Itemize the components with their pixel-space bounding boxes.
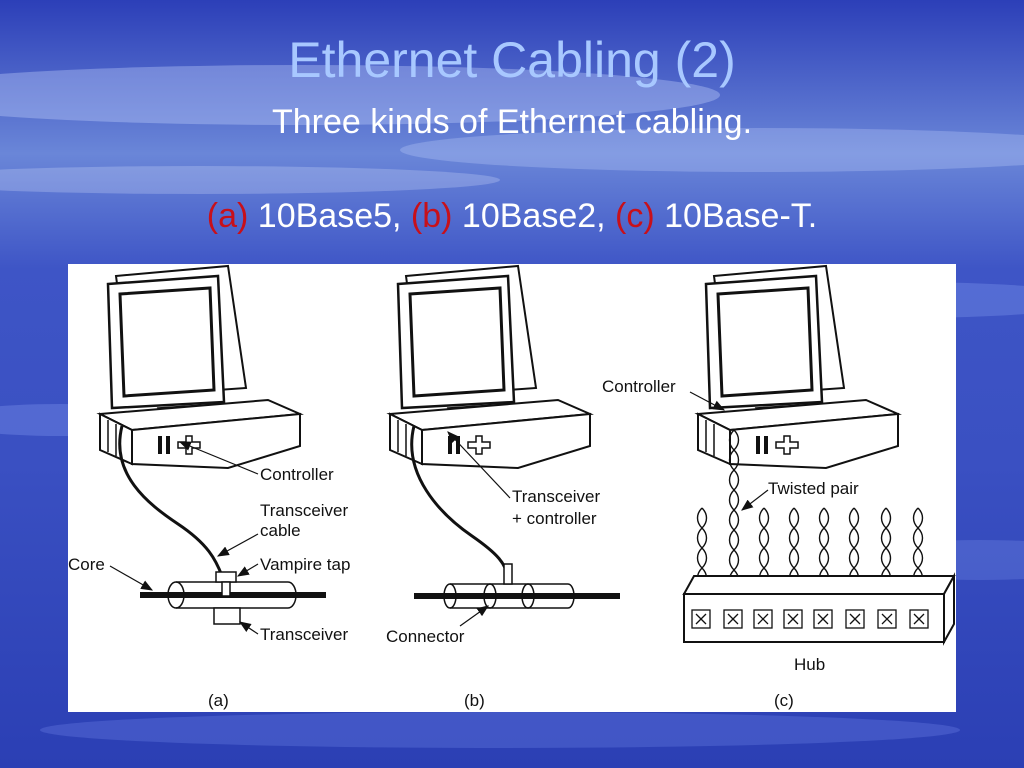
panel-a: Controller Transceiver cable Vampire tap… [68,264,350,710]
label-transceiver-controller-2: + controller [512,509,597,528]
label-core: Core [68,555,105,574]
hub-top [682,575,956,595]
label-transceiver-controller-1: Transceiver [512,487,601,506]
panel-label-a: (a) [208,691,229,710]
caption-text-b: 10Base2, [452,197,616,235]
t-connector [503,563,513,585]
label-hub: Hub [794,655,825,674]
label-controller-a: Controller [260,465,334,484]
caption-text-c: 10Base-T. [654,197,818,235]
panel-label-b: (b) [464,691,485,710]
label-controller-c: Controller [602,377,676,396]
controller-cable-b [410,425,510,579]
caption-mark-a: (a) [206,197,249,235]
vampire-tap [215,571,237,583]
computer-c [696,264,900,470]
cabling-diagram: Controller Transceiver cable Vampire tap… [68,264,956,710]
label-transceiver-cable-2: cable [260,521,301,540]
ethernet-cabling-figure: Controller Transceiver cable Vampire tap… [68,264,956,712]
caption-text-a: 10Base5, [248,197,411,235]
caption-mark-c: (c) [615,197,655,235]
slide-title: Ethernet Cabling (2) [288,32,736,88]
panel-b: Transceiver + controller Connector (b) [386,264,620,710]
transceiver-cable [118,425,224,577]
panel-label-c: (c) [774,691,794,710]
caption-mark-b: (b) [410,197,453,235]
panel-c: Controller Twisted pair Hub (c) [602,264,956,710]
label-connector: Connector [386,627,465,646]
transceiver-box [213,607,241,625]
figure-caption: (a) 10Base5, (b) 10Base2, (c) 10Base-T. [0,196,1024,236]
slide-subtitle: Three kinds of Ethernet cabling. [271,103,753,141]
label-transceiver-cable-1: Transceiver [260,501,349,520]
label-vampire-tap: Vampire tap [260,555,350,574]
label-twisted-pair: Twisted pair [768,479,859,498]
label-transceiver: Transceiver [260,625,349,644]
computer-a [98,264,302,470]
computer-b [388,264,592,470]
